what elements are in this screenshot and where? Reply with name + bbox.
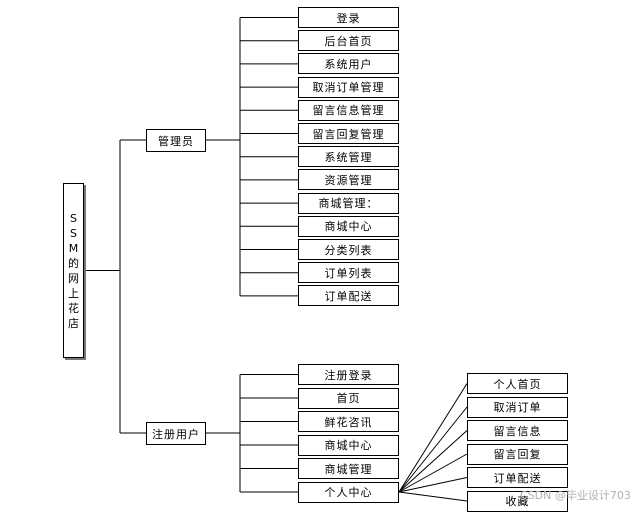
- personal-center-function-4: 留言回复: [467, 443, 568, 465]
- root-label-char: M: [68, 241, 79, 255]
- personal-center-function-6: 收藏: [467, 490, 568, 512]
- root-label-char: S: [70, 226, 77, 240]
- admin-function-5: 留言信息管理: [298, 99, 399, 121]
- user-function-label: 个人中心: [324, 486, 373, 499]
- personal-center-function-2: 取消订单: [467, 396, 568, 418]
- user-function-label: 商城中心: [324, 439, 373, 452]
- admin-function-label: 留言信息管理: [312, 104, 385, 118]
- admin-function-9: 商城管理：: [298, 192, 399, 214]
- admin-function-label: 后台首页: [324, 34, 373, 48]
- personal-center-function-label: 个人首页: [493, 377, 542, 391]
- user-function-2: 首页: [298, 387, 399, 409]
- admin-function-12: 订单列表: [298, 262, 399, 284]
- root-label-char: 的: [68, 256, 79, 270]
- personal-center-connector: [398, 453, 468, 493]
- admin-function-label: 订单列表: [324, 266, 373, 280]
- admin-label: 管理员: [158, 134, 194, 148]
- personal-center-function-label: 收藏: [505, 495, 530, 508]
- personal-center-connector: [398, 430, 468, 493]
- personal-center-connector: [398, 477, 468, 493]
- personal-center-function-label: 取消订单: [493, 401, 542, 414]
- admin-function-6: 留言回复管理: [298, 123, 399, 144]
- admin-function-4: 取消订单管理: [298, 76, 399, 98]
- root-label-char: 花: [68, 301, 79, 315]
- root-label-char: 上: [68, 286, 79, 300]
- admin-function-label: 分类列表: [324, 243, 373, 257]
- admin-function-7: 系统管理: [298, 146, 399, 168]
- user-function-5: 商城管理: [298, 458, 399, 479]
- admin-function-13: 订单配送: [298, 285, 399, 307]
- admin-function-label: 留言回复管理: [312, 127, 385, 141]
- admin-function-10: 商城中心: [298, 215, 399, 237]
- user-function-label: 首页: [336, 392, 361, 405]
- personal-center-connector: [398, 383, 468, 493]
- personal-center-connector: [398, 406, 468, 493]
- admin-function-label: 取消订单管理: [312, 81, 385, 95]
- root-label-char: 店: [68, 316, 79, 330]
- user-function-label: 鲜花咨讯: [324, 415, 373, 429]
- user-function-label: 商城管理: [324, 462, 373, 476]
- user-function-label: 注册登录: [324, 368, 373, 382]
- admin-function-label: 商城中心: [324, 220, 373, 234]
- watermark: CSDN @毕业设计703: [520, 489, 631, 502]
- personal-center-function-label: 订单配送: [493, 471, 542, 485]
- admin-function-1: 登录: [298, 7, 399, 28]
- admin-function-label: 系统管理: [324, 150, 373, 164]
- admin-function-8: 资源管理: [298, 169, 399, 191]
- user-function-3: 鲜花咨讯: [298, 411, 399, 432]
- personal-center-function-1: 个人首页: [467, 373, 568, 394]
- personal-center-connector: [398, 491, 468, 502]
- admin-function-label: 订单配送: [324, 289, 373, 303]
- admin-node: 管理员: [146, 129, 206, 152]
- registered-user-label: 注册用户: [152, 427, 200, 441]
- personal-center-function-5: 订单配送: [467, 467, 568, 488]
- admin-function-2: 后台首页: [298, 30, 399, 52]
- admin-function-11: 分类列表: [298, 239, 399, 260]
- personal-center-function-label: 留言信息: [493, 424, 542, 438]
- user-function-1: 注册登录: [298, 364, 399, 385]
- admin-function-label: 登录: [336, 11, 361, 25]
- root-label-char: S: [70, 211, 77, 225]
- registered-user-node: 注册用户: [146, 422, 206, 445]
- user-function-6: 个人中心: [298, 481, 399, 503]
- admin-function-label: 系统用户: [324, 57, 373, 71]
- personal-center-function-label: 留言回复: [493, 448, 542, 461]
- user-function-4: 商城中心: [298, 434, 399, 456]
- admin-function-label: 商城管理：: [318, 197, 379, 211]
- root-label-char: 网: [68, 271, 79, 285]
- admin-function-3: 系统用户: [298, 53, 399, 75]
- admin-function-label: 资源管理: [324, 173, 373, 187]
- personal-center-function-3: 留言信息: [467, 420, 568, 441]
